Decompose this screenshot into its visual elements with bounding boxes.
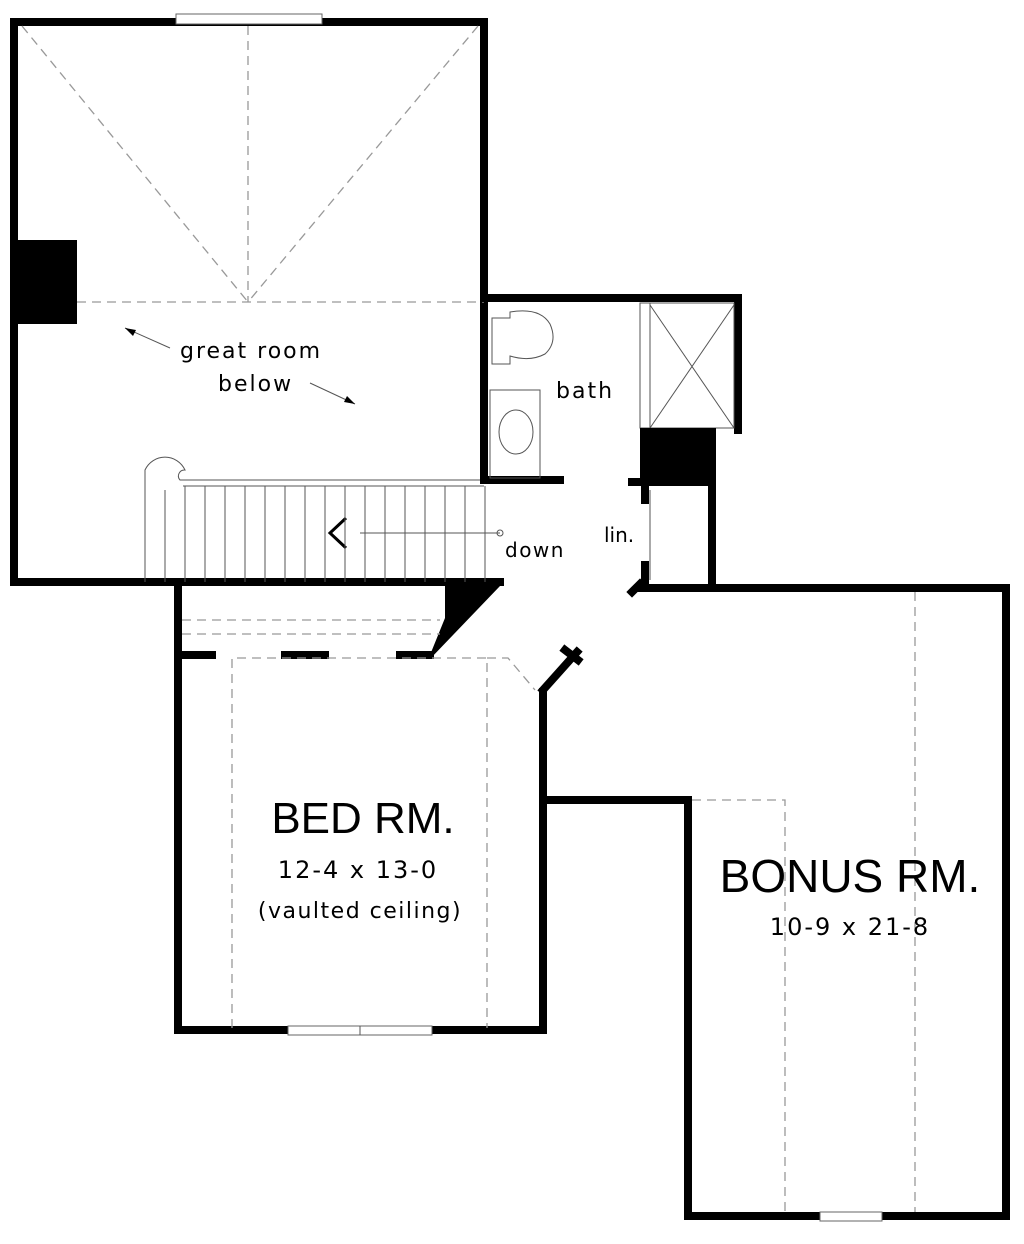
linen-closet [641,484,716,586]
bath-label: bath [556,379,614,404]
window [175,13,323,25]
staircase[interactable] [144,456,504,582]
bedroom-note: (vaulted ceiling) [258,899,462,924]
great-room-walls [10,13,504,586]
bedroom-size: 12-4 x 13-0 [278,856,438,884]
bath-walls [480,294,742,486]
bedroom-walls [174,586,584,1036]
linen-label: lin. [604,523,634,547]
fireplace [14,240,77,324]
window [819,1211,883,1222]
bonus-room-walls [539,578,1010,1222]
stairs-label: down [505,538,565,562]
great-room-label: great room [180,339,322,364]
sink-icon [489,389,541,479]
arrow-left-icon [327,516,348,550]
bonus-size: 10-9 x 21-8 [770,913,930,941]
bonus-name: BONUS RM. [720,850,981,902]
great-room-label-2: below [218,372,293,397]
toilet-icon [491,310,554,365]
bedroom-name: BED RM. [271,794,454,843]
